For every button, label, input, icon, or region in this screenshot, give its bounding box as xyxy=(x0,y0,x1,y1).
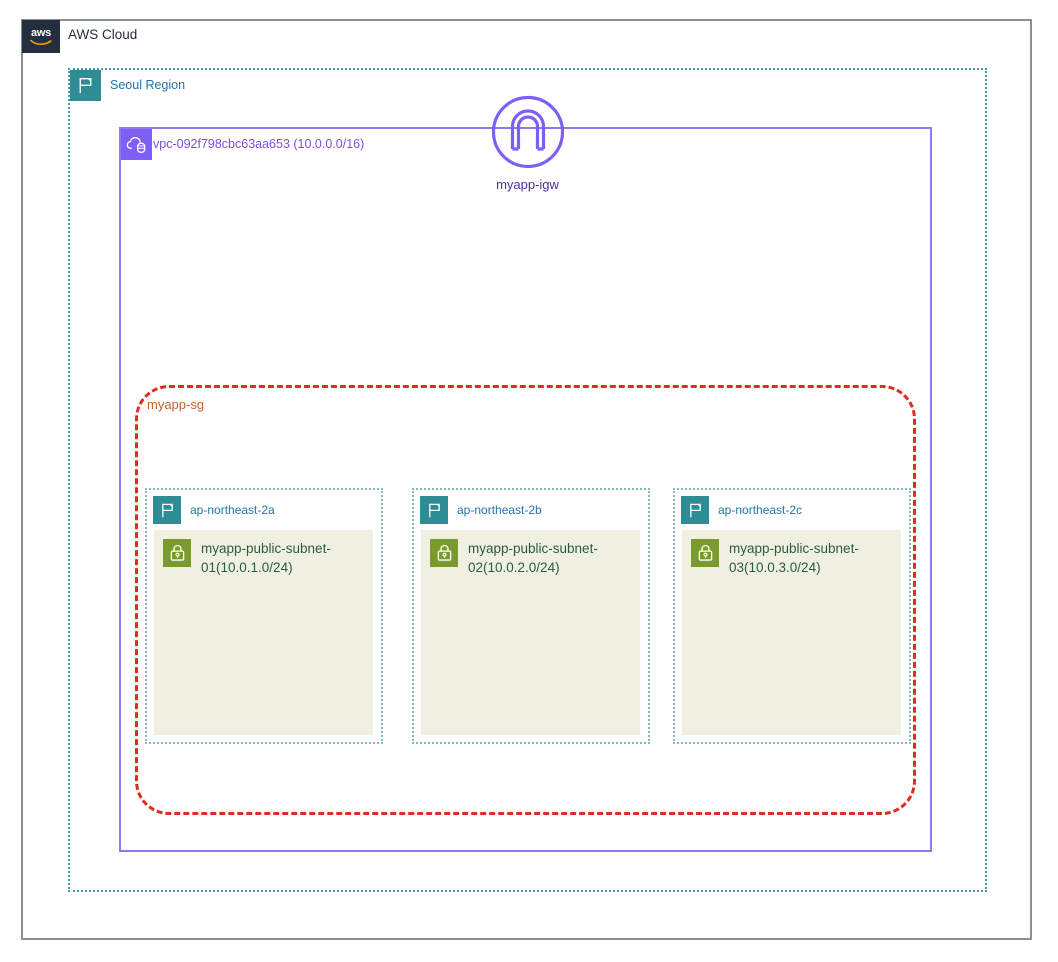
availability-zone-ap-northeast-2b: ap-northeast-2b myapp-public-subnet-02(1… xyxy=(412,488,650,744)
aws-cloud-label: AWS Cloud xyxy=(68,27,138,42)
availability-zone-ap-northeast-2c: ap-northeast-2c myapp-public-subnet-03(1… xyxy=(673,488,911,744)
vpc-boundary xyxy=(119,127,932,852)
availability-zone-label: ap-northeast-2a xyxy=(190,503,275,517)
aws-logo-text: aws xyxy=(31,26,51,39)
availability-zone-header: ap-northeast-2c xyxy=(681,496,802,524)
public-subnet-content: myapp-public-subnet-01(10.0.1.0/24) xyxy=(154,530,373,577)
aws-cloud-boundary xyxy=(21,19,1032,940)
aws-logo-icon: aws xyxy=(22,20,60,53)
vpc-cloud-glyph xyxy=(126,136,146,153)
availability-zone-label: ap-northeast-2c xyxy=(718,503,803,517)
internet-gateway-icon xyxy=(491,95,564,169)
public-subnet-lock-icon xyxy=(163,539,191,567)
security-group-label: myapp-sg xyxy=(147,397,205,412)
public-subnet-box: myapp-public-subnet-02(10.0.2.0/24) xyxy=(421,530,640,735)
lock-glyph xyxy=(698,544,712,561)
availability-zone-flag-glyph xyxy=(161,503,173,517)
vpc-label: vpc-092f798cbc63aa653 (10.0.0.0/16) xyxy=(153,137,365,151)
availability-zone-flag-icon xyxy=(153,496,181,524)
region-flag-icon xyxy=(70,70,101,101)
availability-zone-ap-northeast-2a: ap-northeast-2a myapp-public-subnet-01(1… xyxy=(145,488,383,744)
aws-smile-icon xyxy=(30,39,52,45)
vpc-cloud-icon xyxy=(121,129,152,160)
public-subnet-box: myapp-public-subnet-01(10.0.1.0/24) xyxy=(154,530,373,735)
availability-zone-header: ap-northeast-2a xyxy=(153,496,275,524)
availability-zone-header: ap-northeast-2b xyxy=(420,496,542,524)
public-subnet-content: myapp-public-subnet-03(10.0.3.0/24) xyxy=(682,530,901,577)
internet-gateway: myapp-igw xyxy=(476,95,579,195)
region-label: Seoul Region xyxy=(110,78,186,92)
availability-zone-flag-glyph xyxy=(689,503,701,517)
region-boundary xyxy=(68,68,987,892)
public-subnet-lock-icon xyxy=(691,539,719,567)
availability-zone-flag-icon xyxy=(681,496,709,524)
public-subnet-lock-icon xyxy=(430,539,458,567)
public-subnet-content: myapp-public-subnet-02(10.0.2.0/24) xyxy=(421,530,640,577)
lock-glyph xyxy=(437,544,451,561)
public-subnet-label: myapp-public-subnet-01(10.0.1.0/24) xyxy=(201,541,331,575)
availability-zone-flag-icon xyxy=(420,496,448,524)
region-flag-glyph xyxy=(79,77,92,94)
internet-gateway-label: myapp-igw xyxy=(496,177,559,192)
public-subnet-label: myapp-public-subnet-03(10.0.3.0/24) xyxy=(729,541,859,575)
security-group-boundary xyxy=(135,385,916,815)
availability-zone-label: ap-northeast-2b xyxy=(457,503,542,517)
public-subnet-box: myapp-public-subnet-03(10.0.3.0/24) xyxy=(682,530,901,735)
lock-glyph xyxy=(170,544,184,561)
availability-zone-flag-glyph xyxy=(428,503,440,517)
public-subnet-label: myapp-public-subnet-02(10.0.2.0/24) xyxy=(468,541,598,575)
